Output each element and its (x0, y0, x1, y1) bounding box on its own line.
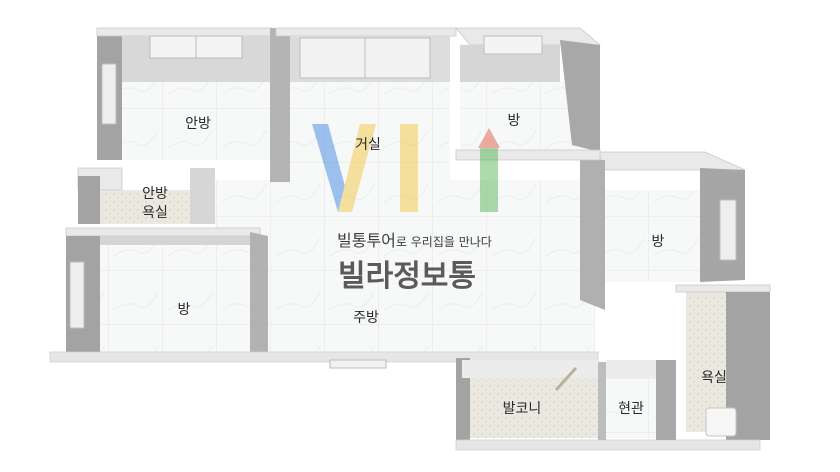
bathtub-icon (705, 407, 737, 437)
floor-master-bedroom (122, 82, 272, 160)
label-balcony: 발코니 (503, 401, 542, 417)
logo-stroke-green (480, 146, 498, 212)
window-left-top (101, 63, 117, 125)
logo-stroke-yellow (338, 124, 376, 212)
floor-balcony (470, 378, 598, 438)
floor-entrance (606, 378, 656, 438)
window-left-bottom (69, 261, 85, 329)
label-master-bath-2: 욕실 (142, 205, 168, 221)
window-right (719, 199, 737, 261)
label-bedroom-right: 방 (652, 234, 665, 250)
window-bedroom-top-right (483, 35, 543, 55)
watermark: 빌통투어로 우리집을 만나다 빌라정보통 (337, 231, 492, 294)
label-kitchen: 주방 (353, 310, 379, 326)
label-master-bath-1: 안방 (142, 186, 168, 202)
label-bedroom-left: 방 (178, 302, 191, 318)
watermark-tagline-small: 로 우리집을 만나다 (396, 235, 492, 249)
logo-stroke-yellow-2 (400, 124, 418, 212)
label-master-bedroom: 안방 (185, 116, 211, 132)
watermark-brand: 빌라정보통 (338, 259, 476, 294)
floors (100, 82, 726, 438)
fixtures (554, 366, 737, 437)
floor-master-bath (100, 190, 190, 224)
balcony-faucet-icon (554, 366, 578, 392)
floor-hall-kitchen (215, 180, 595, 355)
floor-bedroom-right (605, 190, 700, 282)
floor-living-room (290, 82, 450, 182)
logo-stroke-red (478, 128, 500, 148)
logo-stroke-blue (312, 124, 352, 212)
windows (69, 35, 737, 369)
floor-bedroom-top-right (460, 82, 586, 154)
room-labels: 안방 거실 방 안방 욕실 방 방 주방 발코니 현관 욕실 (142, 113, 727, 417)
label-entrance: 현관 (618, 401, 644, 417)
watermark-tagline-big: 빌통투어 (337, 231, 396, 250)
logo-watermark (312, 124, 500, 212)
watermark-tagline: 빌통투어로 우리집을 만나다 (337, 231, 492, 250)
label-bedroom-top-right: 방 (508, 113, 521, 129)
window-bottom (329, 359, 387, 369)
label-bathroom: 욕실 (701, 370, 727, 386)
label-living-room: 거실 (355, 137, 381, 153)
